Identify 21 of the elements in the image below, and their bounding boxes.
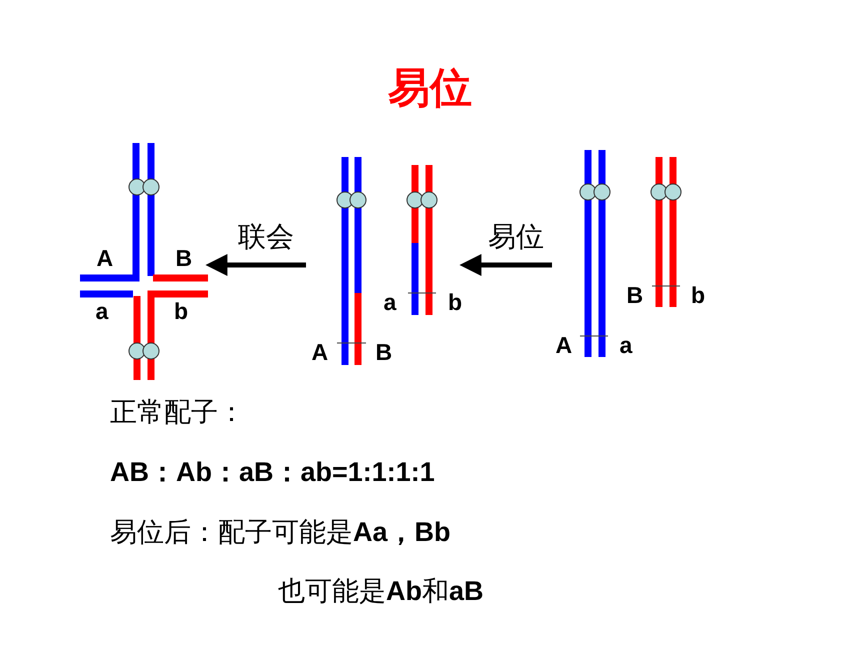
gene-label: A — [556, 333, 572, 357]
gene-label: A — [96, 246, 114, 270]
gene-label: B — [626, 283, 644, 307]
gene-label: a — [384, 290, 396, 314]
edge-label: 联会 — [238, 221, 294, 253]
gene-label: b — [448, 290, 462, 314]
gene-label: A — [312, 340, 328, 364]
text-line: AB：Ab：aB：ab=1:1:1:1 — [110, 456, 435, 488]
text-line: 易位后：配子可能是Aa，Bb — [110, 516, 451, 548]
gene-label: b — [691, 283, 706, 307]
gene-label: B — [176, 246, 192, 270]
arrow — [459, 254, 552, 276]
edge-label: 易位 — [488, 221, 544, 253]
gene-label: a — [96, 299, 108, 323]
gene-label: a — [620, 333, 632, 357]
title: 易位 — [387, 63, 473, 113]
gene-label: b — [174, 299, 188, 323]
arrow — [205, 254, 306, 276]
gene-label: B — [376, 340, 392, 364]
text-line: 也可能是Ab和aB — [278, 575, 484, 607]
text-line: 正常配子： — [110, 396, 245, 428]
